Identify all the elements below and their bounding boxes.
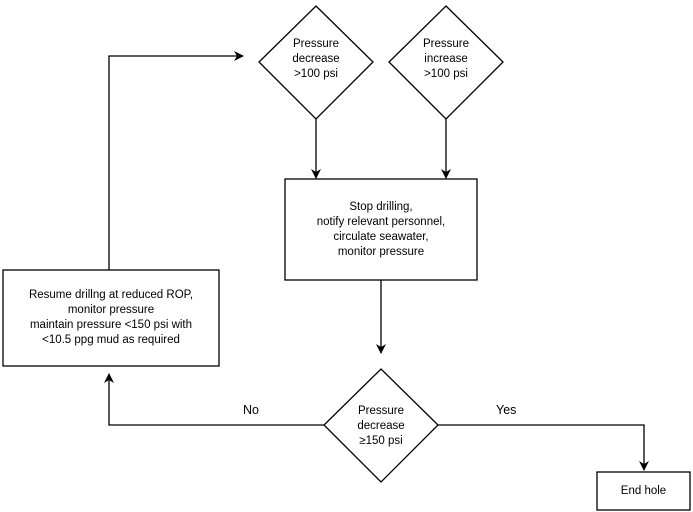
- arrow-yes-to-end-hole: [438, 424, 649, 471]
- edge-label-no: No: [243, 403, 259, 417]
- node-label-pressure-decrease-100: Pressure decrease >100 psi: [292, 38, 340, 80]
- process-box-stop-drilling: [284, 178, 478, 281]
- arrow-no-to-resume: [104, 373, 324, 426]
- edge-label-yes: Yes: [496, 403, 517, 417]
- decision-diamond-pressure-decrease-150: [323, 368, 439, 483]
- node-label-stop-drilling: Stop drilling, notify relevant personnel…: [316, 201, 446, 258]
- node-label-resume-drilling: Resume drillng at reduced ROP, monitor p…: [28, 289, 194, 346]
- arrow-resume-to-decrease100: [108, 51, 244, 270]
- node-label-pressure-decrease-150: Pressure decrease ≥150 psi: [357, 405, 405, 447]
- process-box-resume-drilling: [2, 269, 220, 367]
- node-label-pressure-increase-100: Pressure increase >100 psi: [422, 38, 470, 80]
- node-label-end-hole: End hole: [620, 485, 667, 497]
- terminal-box-end-hole: [596, 471, 691, 511]
